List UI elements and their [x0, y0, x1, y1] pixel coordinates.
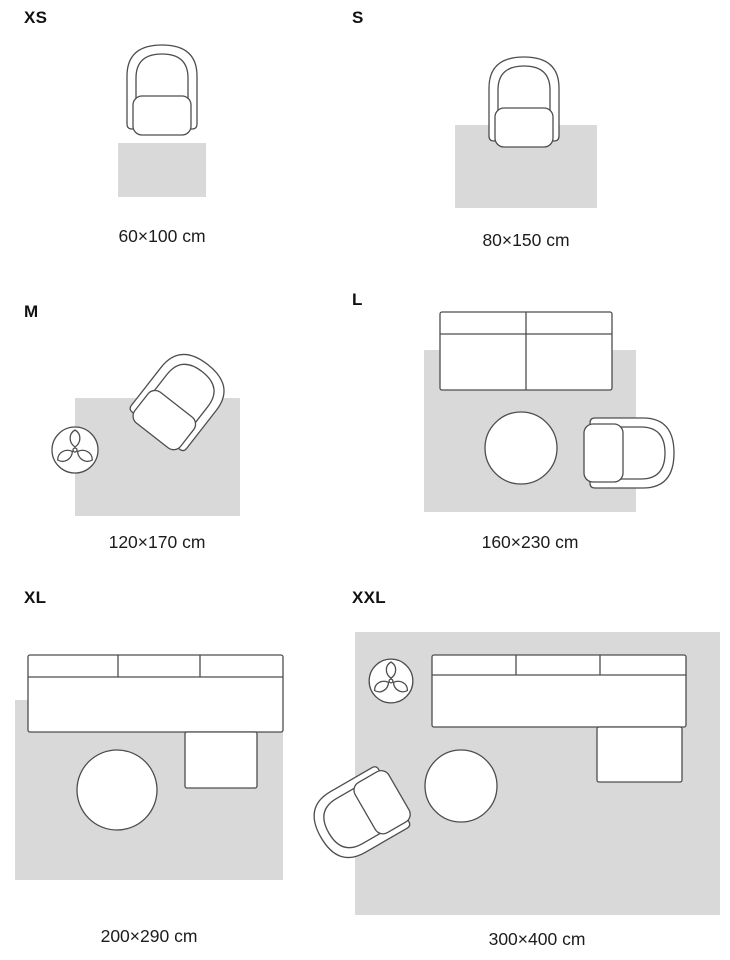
- size-caption: 200×290 cm: [100, 926, 198, 946]
- size-label: XXL: [352, 588, 386, 607]
- coffee-table-icon: [425, 750, 497, 822]
- armchair-icon: [488, 56, 560, 148]
- armchair-icon: [126, 44, 198, 136]
- size-label: M: [24, 302, 39, 321]
- plant-icon: [368, 658, 414, 704]
- coffee-table-icon: [485, 412, 557, 484]
- sofa-icon: [440, 312, 612, 390]
- size-label: XL: [24, 588, 47, 607]
- size-card-m: M 120×170 cm: [0, 285, 340, 575]
- plant-icon: [51, 426, 99, 474]
- size-caption: 60×100 cm: [118, 226, 206, 246]
- size-card-xxl: XXL 300×400 cm: [302, 575, 730, 960]
- illustration-l: [424, 285, 675, 512]
- size-card-s: S 80×150 cm: [340, 0, 730, 285]
- size-caption: 160×230 cm: [481, 532, 579, 552]
- size-caption: 300×400 cm: [488, 929, 586, 949]
- sectional-sofa-icon: [28, 655, 283, 788]
- armchair-icon: [583, 417, 675, 489]
- rug-shape: [118, 143, 206, 197]
- size-label: XS: [24, 8, 48, 27]
- size-caption: 120×170 cm: [108, 532, 206, 552]
- illustration-s: [455, 56, 597, 208]
- illustration-xs: [118, 44, 206, 197]
- illustration-xxl: [302, 632, 720, 915]
- coffee-table-icon: [77, 750, 157, 830]
- illustration-xl: [15, 575, 340, 880]
- size-card-xs: XS 60×100 cm: [0, 0, 340, 285]
- illustration-m: [51, 342, 240, 516]
- size-caption: 80×150 cm: [482, 230, 570, 250]
- sectional-sofa-icon: [432, 655, 686, 782]
- size-card-l: L 160×230 cm: [340, 285, 730, 575]
- size-card-xl: XL 200×290 cm: [0, 575, 340, 960]
- size-label: S: [352, 8, 364, 27]
- size-label: L: [352, 290, 363, 309]
